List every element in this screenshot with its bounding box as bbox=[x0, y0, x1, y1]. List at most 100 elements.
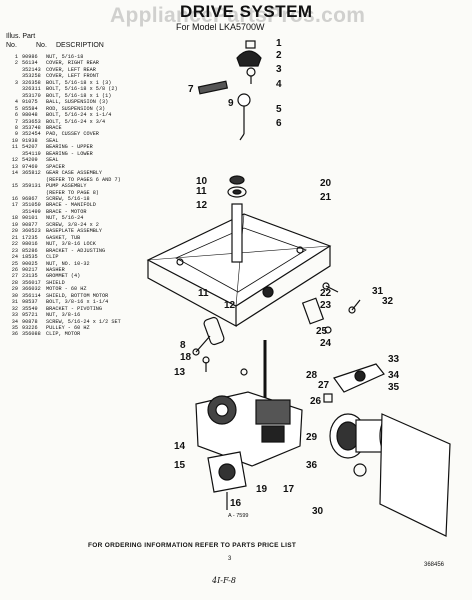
pad-part bbox=[197, 80, 229, 95]
part-description: SEAL bbox=[46, 157, 59, 164]
header-no-1: No. bbox=[6, 42, 17, 49]
callout-30: 30 bbox=[312, 506, 324, 517]
callout-20: 20 bbox=[320, 178, 332, 189]
part-description: BALL, SUSPENSION (3) bbox=[46, 99, 109, 106]
nut-part bbox=[245, 40, 256, 49]
part-description: PULLEY - 60 HZ bbox=[46, 325, 90, 332]
part-description: BOLT, 5/16-18 x 1 (3) bbox=[46, 79, 112, 86]
callout-29: 29 bbox=[306, 432, 318, 443]
illus-number: 1 bbox=[14, 54, 18, 60]
part-description: SHIELD, BOTTOM MOTOR bbox=[46, 292, 109, 299]
part-description: BRACKET - PIVOTING bbox=[46, 305, 103, 312]
callout-3: 3 bbox=[276, 64, 282, 75]
callout-8: 8 bbox=[180, 340, 186, 351]
part-description: BOLT, 5/16-24 x 1-1/4 bbox=[46, 112, 112, 119]
document-number: 368456 bbox=[424, 562, 445, 568]
part-description: (REFER TO PAGES 6 AND 7) bbox=[46, 176, 121, 183]
part-number: 95721 bbox=[22, 312, 38, 319]
illus-number: 26 bbox=[11, 266, 18, 273]
parts-list-row: 27 23135 GROMMET (4) bbox=[4, 273, 164, 279]
illus-number: 21 bbox=[11, 234, 18, 241]
callout-32: 32 bbox=[382, 296, 394, 307]
part-description: WASHER bbox=[46, 266, 65, 273]
illus-number: 36 bbox=[11, 331, 18, 338]
callout-13: 13 bbox=[174, 367, 186, 378]
part-description: BOLT, 5/16-24 x 3/4 bbox=[46, 118, 106, 125]
callout-7: 7 bbox=[188, 84, 194, 95]
callout-11: 11 bbox=[196, 186, 207, 197]
part-number: 90101 bbox=[22, 215, 38, 222]
adjusting-bracket bbox=[301, 297, 361, 334]
parts-list-row: 3 326358 BOLT, 5/16-18 x 1 (3) bbox=[4, 80, 164, 86]
callout-1: 1 bbox=[276, 38, 282, 49]
part-number: 360523 bbox=[22, 228, 41, 235]
part-description: SCREW, 5/16-18 bbox=[46, 195, 90, 202]
callout-24: 24 bbox=[320, 338, 332, 349]
callout-12-lower: 12 bbox=[224, 300, 236, 311]
callout-26: 26 bbox=[310, 396, 322, 407]
part-description: CLIP bbox=[46, 254, 59, 261]
part-number: 352143 bbox=[22, 66, 41, 73]
illus-number: 17 bbox=[11, 202, 18, 209]
ball-part bbox=[237, 93, 251, 107]
part-number: 85584 bbox=[22, 105, 38, 112]
callout-18: 18 bbox=[180, 352, 192, 363]
part-description: BASEPLATE ASSEMBLY bbox=[46, 228, 103, 235]
part-number: 326358 bbox=[22, 79, 41, 86]
callout-6: 6 bbox=[276, 118, 282, 129]
cover-part bbox=[236, 50, 262, 67]
callout-36: 36 bbox=[306, 460, 318, 471]
page-subtitle: For Model LKA5700W bbox=[176, 22, 265, 32]
illus-number: 23 bbox=[11, 247, 18, 254]
callout-23: 23 bbox=[320, 300, 332, 311]
part-description: ROD, SUSPENSION (3) bbox=[46, 105, 106, 112]
part-number: 354119 bbox=[22, 150, 41, 157]
motor-shield-part bbox=[379, 413, 451, 537]
part-number: 23135 bbox=[22, 273, 38, 280]
part-description: NUT, 3/8-16 bbox=[46, 312, 81, 319]
illus-number: 4 bbox=[14, 99, 18, 106]
page-number: 3 bbox=[228, 556, 232, 562]
part-description: GROMMET (4) bbox=[46, 273, 81, 280]
part-description: SCREW, 5/16-24 x 1/2 SET bbox=[46, 318, 121, 325]
illus-number: 10 bbox=[11, 137, 18, 144]
illus-number: 27 bbox=[11, 273, 18, 280]
illus-number: 15 bbox=[11, 183, 18, 190]
callout-17: 17 bbox=[283, 484, 295, 495]
callout-5: 5 bbox=[276, 104, 282, 115]
illus-number: 31 bbox=[11, 299, 18, 306]
callout-31: 31 bbox=[372, 286, 384, 297]
callout-22: 22 bbox=[320, 288, 332, 299]
callout-16: 16 bbox=[230, 498, 242, 509]
illus-number: 19 bbox=[11, 221, 18, 228]
parts-list-row: 26 90217 WASHER bbox=[4, 267, 164, 273]
bolt-left bbox=[202, 356, 210, 372]
pivot-bracket bbox=[333, 363, 385, 393]
illus-number: 3 bbox=[14, 79, 18, 86]
part-number: 90217 bbox=[22, 266, 38, 273]
callout-2: 2 bbox=[276, 50, 282, 61]
illus-number: 33 bbox=[11, 312, 18, 319]
callout-11-lower: 11 bbox=[198, 288, 209, 299]
part-number: 93226 bbox=[22, 325, 38, 332]
callout-12: 12 bbox=[196, 200, 208, 211]
part-number: 98537 bbox=[22, 299, 38, 306]
